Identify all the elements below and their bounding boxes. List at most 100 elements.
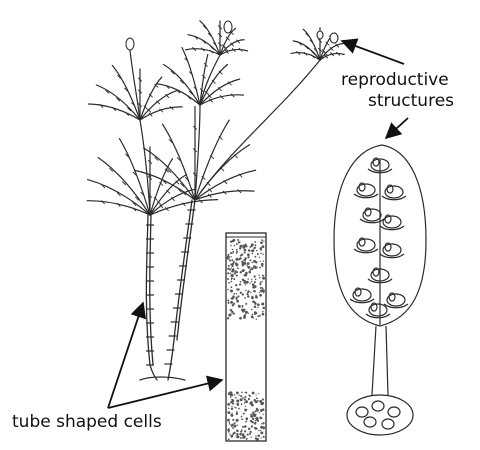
stipple-dot: [251, 267, 254, 270]
stipple-dot: [254, 275, 256, 277]
stipple-dot: [228, 431, 230, 433]
stipple-dot: [253, 318, 254, 319]
stipple-dot: [251, 425, 253, 427]
bud-1: [126, 38, 134, 50]
stipple-dot: [256, 438, 259, 441]
branch-node: [234, 155, 237, 158]
stipple-dot: [244, 437, 246, 439]
stipple-dot: [262, 275, 264, 277]
stipple-dot: [254, 410, 256, 412]
stipple-dot: [250, 414, 252, 416]
stipple-dot: [239, 433, 242, 436]
stipple-dot: [253, 265, 254, 266]
stipple-dot: [254, 427, 256, 429]
stipple-dot: [248, 266, 251, 269]
stipple-dot: [239, 247, 241, 249]
stipple-dot: [248, 249, 250, 251]
stipple-dot: [244, 309, 245, 310]
oogonia-cluster: [350, 158, 408, 429]
stipple-dot: [244, 249, 247, 252]
stipple-dot: [262, 313, 265, 316]
stipple-dot: [260, 287, 262, 289]
stipple-dot: [252, 301, 255, 304]
stipple-dot: [258, 430, 259, 431]
stipple-dot: [260, 282, 262, 284]
stipple-dot: [262, 432, 263, 433]
stipple-dot: [230, 301, 233, 304]
stipple-dot: [245, 311, 248, 314]
stipple-dot: [245, 284, 246, 285]
stipple-dot: [235, 284, 237, 286]
stipple-dot: [249, 283, 250, 284]
stipple-dot: [227, 419, 230, 422]
stipple-dot: [235, 435, 236, 436]
stipple-dot: [230, 245, 232, 247]
stipple-dot: [246, 265, 247, 266]
stipple-dot: [245, 290, 246, 291]
stipple-dot: [250, 246, 252, 248]
stipple-dot: [259, 294, 262, 297]
stipple-dot: [232, 251, 234, 253]
stipple-dot: [238, 305, 241, 308]
stipple-dot: [263, 292, 264, 293]
stipple-dot: [245, 392, 247, 394]
stipple-dot: [252, 253, 254, 255]
stipple-dot: [231, 413, 232, 414]
stipple-dot: [227, 272, 229, 274]
stipple-dot: [235, 297, 237, 299]
stipple-dot: [255, 435, 256, 436]
stipple-dot: [244, 274, 246, 276]
base-oogonium: [356, 407, 368, 417]
stipple-dot: [247, 295, 249, 297]
stipple-dot: [259, 292, 260, 293]
detail-stalk-left: [372, 326, 376, 395]
stipple-dot: [235, 259, 237, 261]
stipple-dot: [262, 281, 263, 282]
stipple-dot: [236, 411, 238, 413]
stipple-dot: [227, 317, 229, 319]
stipple-dot: [237, 424, 238, 425]
stipple-dot: [245, 410, 247, 412]
stipple-dot: [232, 263, 234, 265]
stipple-dot: [255, 423, 256, 424]
stipple-dot: [241, 309, 244, 312]
stipple-dot: [252, 287, 253, 288]
stipple-dot: [251, 279, 252, 280]
stipple-dot: [255, 429, 256, 430]
stipple-dot: [260, 430, 261, 431]
stipple-dot: [232, 419, 234, 421]
stipple-dot: [247, 253, 250, 256]
stipple-dot: [254, 241, 256, 243]
base-oogonium: [364, 417, 376, 427]
stipple-dot: [238, 395, 239, 396]
tube-cell-detail: [226, 233, 266, 441]
base-oogonium: [382, 419, 394, 429]
stipple-dot: [251, 421, 253, 423]
stipple-dot: [261, 423, 262, 424]
stipple-dot: [232, 399, 233, 400]
stipple-dot: [241, 392, 243, 394]
stipple-dot: [254, 247, 256, 249]
reproductive-structure-detail: [334, 145, 426, 435]
stipple-dot: [257, 419, 259, 421]
stipple-dot: [259, 412, 260, 413]
stipple-dot: [262, 398, 264, 400]
stipple-dot: [231, 309, 233, 311]
stipple-dot: [230, 313, 232, 315]
stipple-dot: [245, 272, 248, 275]
stipple-dot: [261, 287, 262, 288]
stipple-dot: [262, 311, 264, 313]
stipple-dot: [231, 277, 233, 279]
stipple-dot: [260, 290, 263, 293]
stipple-dot: [248, 290, 250, 292]
stipple-dot: [245, 400, 248, 403]
stipple-dot: [236, 403, 239, 406]
stipple-dot: [254, 244, 256, 246]
algae-plant-drawing: [140, 200, 195, 380]
stipple-dot: [236, 392, 239, 395]
stipple-dot: [247, 278, 249, 280]
stipple-dot: [242, 293, 244, 295]
stipple-dot: [229, 259, 231, 261]
left-stem-inner: [150, 215, 153, 365]
stipple-dot: [252, 249, 255, 252]
